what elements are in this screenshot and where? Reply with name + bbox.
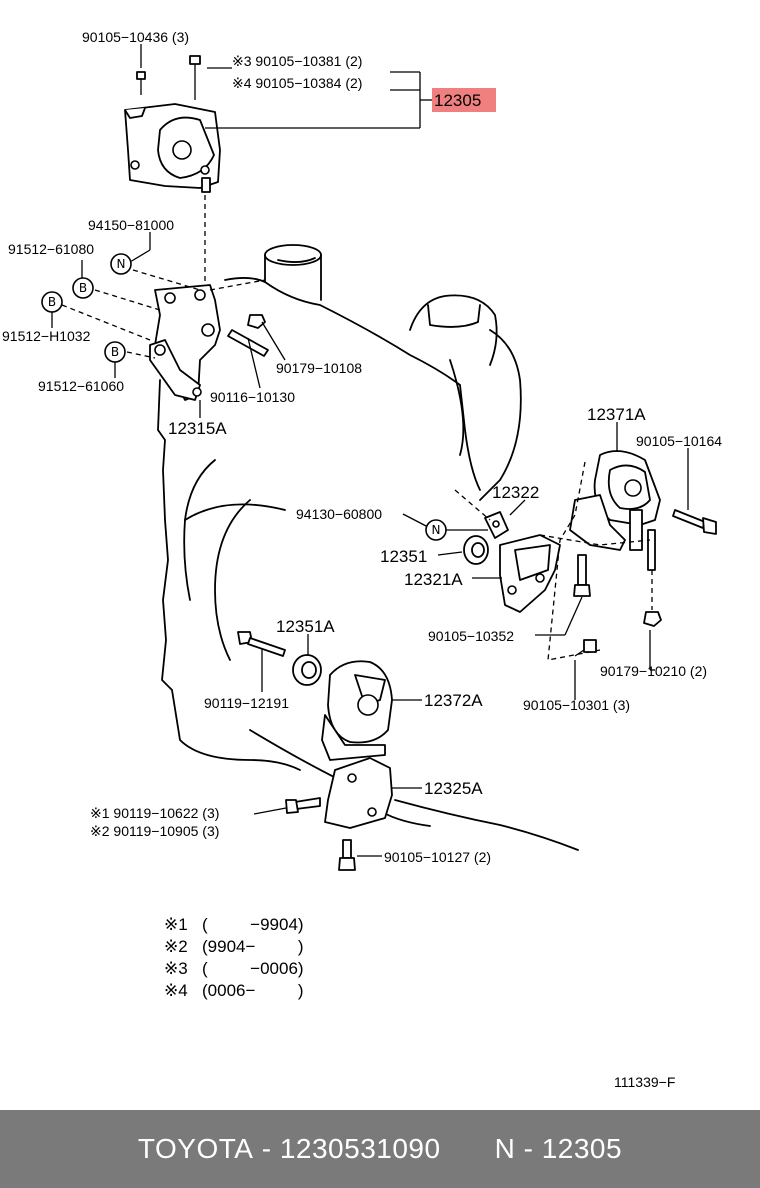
label-90105-10352: 90105−10352 <box>428 628 514 644</box>
label-90119-10622: ※1 90119−10622 (3) <box>90 805 219 821</box>
note-range-2: (9904− ) <box>202 937 304 956</box>
circle-mark-b-1: B <box>72 277 94 299</box>
svg-text:B: B <box>111 345 119 359</box>
label-12305: 12305 <box>434 91 481 110</box>
note-range-3: ( −0006) <box>202 959 304 978</box>
diagram-ref-code: 111339−F <box>614 1074 675 1090</box>
bushing-12351 <box>463 535 489 565</box>
note-mark-4: ※4 <box>164 981 188 1000</box>
stud-12371A <box>647 529 656 610</box>
part-highlight <box>432 88 496 112</box>
label-90179-10210: 90179−10210 (2) <box>600 663 707 679</box>
bracket-12321A <box>499 534 561 613</box>
note-mark-2: ※2 <box>164 937 188 956</box>
svg-text:B: B <box>79 281 87 295</box>
nut-90179-10210 <box>643 611 662 627</box>
label-12351A: 12351A <box>276 617 335 636</box>
label-90119-12191: 90119−12191 <box>204 695 289 711</box>
label-12371A: 12371A <box>587 405 646 424</box>
label-90179-10108: 90179−10108 <box>276 360 362 376</box>
note-range-4: (0006− ) <box>202 981 304 1000</box>
label-90116-10130: 90116−10130 <box>210 389 295 405</box>
label-12322: 12322 <box>492 483 539 502</box>
mount-12371A <box>569 450 661 551</box>
label-91512-61060: 91512−61060 <box>38 378 124 394</box>
label-90105-10164: 90105−10164 <box>636 433 722 449</box>
bolt-90105-10127 <box>338 839 356 871</box>
bushing-12351A <box>292 654 322 686</box>
bolt-90105-10381 <box>189 55 211 193</box>
footer-variant: N <box>494 1133 516 1164</box>
engine-mount-12305 <box>124 103 221 189</box>
circle-mark-n-lower: N <box>425 519 447 541</box>
label-12315A: 12315A <box>168 419 227 438</box>
bolt-90105-10352 <box>573 554 591 597</box>
circle-mark-b-3: B <box>104 341 126 363</box>
footer-sep-1: - <box>253 1133 280 1164</box>
note-mark-3: ※3 <box>164 959 188 978</box>
circle-mark-b-2: B <box>41 291 63 313</box>
engine-outline <box>157 244 579 851</box>
bracket-12325A <box>324 757 393 829</box>
bracket-12315A <box>149 284 221 401</box>
stud-90116-10130 <box>227 329 269 357</box>
part-labels: 90105−10436 (3) ※3 90105−10381 (2) ※4 90… <box>2 29 722 865</box>
label-12351: 12351 <box>380 547 427 566</box>
part-footer-bar: TOYOTA - 1230531090 N - 12305 <box>0 1110 760 1188</box>
label-90119-10905: ※2 90119−10905 (3) <box>90 823 219 839</box>
label-91512-61080: 91512−61080 <box>8 241 94 257</box>
label-90105-10384: ※4 90105−10384 (2) <box>232 75 362 91</box>
label-12325A: 12325A <box>424 779 483 798</box>
bolt-90119-12191 <box>237 631 286 657</box>
label-12321A: 12321A <box>404 570 463 589</box>
label-94130-60800: 94130−60800 <box>296 506 382 522</box>
label-94150-81000: 94150−81000 <box>88 217 174 233</box>
circle-mark-n-upper: N <box>110 253 132 275</box>
nut-90179-10108 <box>247 314 266 329</box>
footer-code: 12305 <box>541 1133 623 1164</box>
parts-diagram: N B B B N 90105−10436 (3) ※3 90105−10381… <box>2 29 722 1090</box>
svg-text:B: B <box>48 295 56 309</box>
label-90105-10127: 90105−10127 (2) <box>384 849 491 865</box>
label-90105-10381: ※3 90105−10381 (2) <box>232 53 362 69</box>
svg-text:N: N <box>432 523 441 537</box>
bolt-90105-10301 <box>574 639 597 657</box>
svg-text:N: N <box>117 257 126 271</box>
footer-part-number: 1230531090 <box>279 1133 441 1164</box>
bolt-90105-10436 <box>136 71 146 95</box>
bolt-90119-10622 <box>285 797 321 814</box>
footer-sep-2: - <box>515 1133 542 1164</box>
applicability-notes: ※1 ( −9904) ※2 (9904− ) ※3 ( −0006) ※4 (… <box>164 915 304 1000</box>
note-mark-1: ※1 <box>164 915 188 934</box>
label-91512-H1032: 91512−H1032 <box>2 328 91 344</box>
leader-lines <box>51 44 689 857</box>
note-range-1: ( −9904) <box>202 915 304 934</box>
label-12372A: 12372A <box>424 691 483 710</box>
label-90105-10436: 90105−10436 (3) <box>82 29 189 45</box>
bolt-90105-10164 <box>672 509 717 535</box>
bracket-12322 <box>484 511 509 539</box>
footer-brand: TOYOTA <box>137 1133 254 1164</box>
label-90105-10301: 90105−10301 (3) <box>523 697 630 713</box>
mount-12372A <box>321 660 393 761</box>
